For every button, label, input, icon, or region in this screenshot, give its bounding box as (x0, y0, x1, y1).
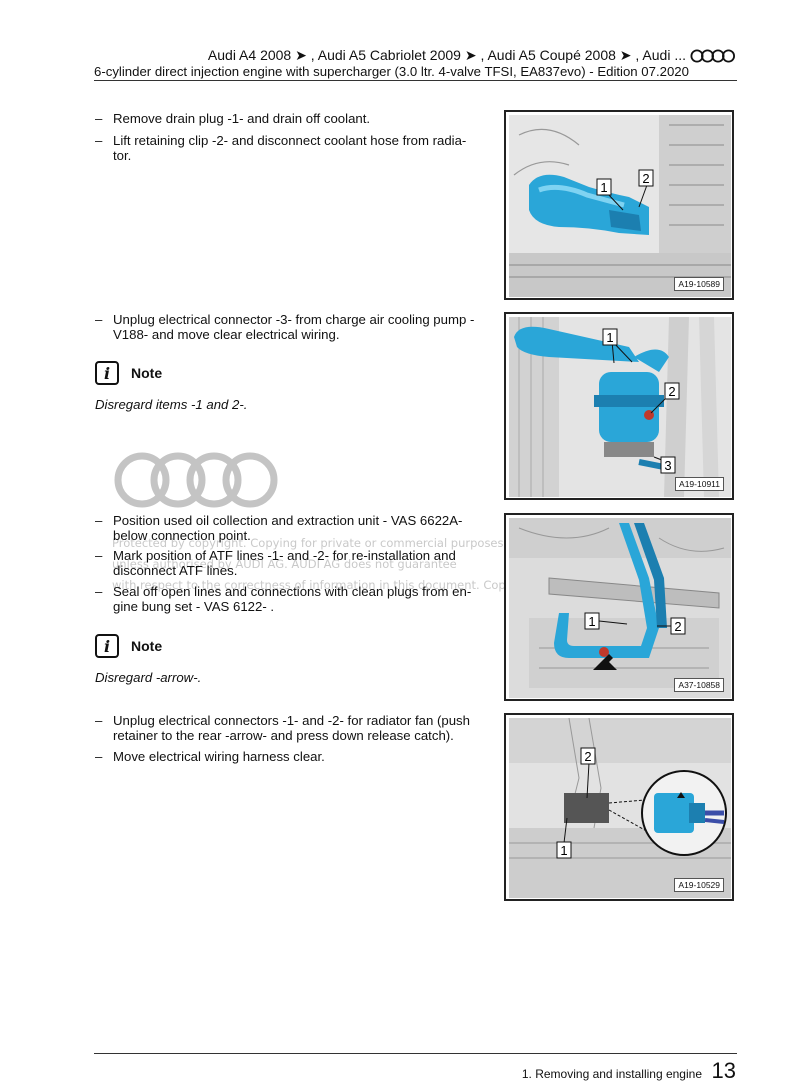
figure-reference: A19-10589 (674, 277, 724, 291)
step-dash: – (95, 111, 103, 126)
note-body: Disregard -arrow-. (95, 670, 202, 685)
step-text: Mark position of ATF lines -1- and -2- f… (113, 548, 456, 578)
step-dash: – (95, 513, 103, 528)
step-text: Seal off open lines and connections with… (113, 584, 472, 614)
step-text: Unplug electrical connector -3- from cha… (113, 312, 475, 342)
footer-divider (94, 1053, 737, 1054)
instruction-step: – Mark position of ATF lines -1- and -2-… (95, 548, 480, 578)
note-header: i Note (95, 361, 162, 385)
instruction-step: – Remove drain plug -1- and drain off co… (95, 111, 480, 126)
instruction-step: – Unplug electrical connector -3- from c… (95, 312, 480, 342)
callout-label: 2 (584, 749, 591, 764)
step-text: Move electrical wiring harness clear. (113, 749, 325, 764)
figure-atf-lines: 1 2 A37-10858 (504, 513, 734, 701)
step-dash: – (95, 133, 103, 148)
figure-radiator-fan-connectors: 2 1 A19-10529 (504, 713, 734, 901)
callout-label: 2 (668, 384, 675, 399)
audi-rings-icon (690, 49, 736, 63)
callout-label: 1 (600, 180, 607, 195)
step-text: Position used oil collection and extract… (113, 513, 463, 543)
note-title: Note (131, 638, 163, 654)
audi-watermark-logo (114, 452, 278, 508)
callout-label: 2 (674, 619, 681, 634)
figure-reference: A19-10911 (675, 477, 724, 491)
step-dash: – (95, 713, 103, 728)
watermark-line: with respect to the correctness of infor… (112, 578, 518, 592)
step-text: Remove drain plug -1- and drain off cool… (113, 111, 371, 126)
engine-illustration: 1 2 (509, 518, 731, 698)
figure-reference: A19-10529 (674, 878, 724, 892)
watermark-line: unless authorised by AUDI AG. AUDI AG do… (112, 557, 457, 571)
callout-label: 1 (588, 614, 595, 629)
instruction-step: – Move electrical wiring harness clear. (95, 749, 480, 764)
info-icon: i (95, 634, 119, 658)
engine-illustration: 2 1 (509, 718, 731, 898)
figure-coolant-hose: 1 2 A19-10589 (504, 110, 734, 300)
step-text: Lift retaining clip -2- and disconnect c… (113, 133, 467, 163)
engine-illustration: 1 2 (509, 115, 731, 297)
info-icon: i (95, 361, 119, 385)
document-title: Audi A4 2008 ➤ , Audi A5 Cabriolet 2009 … (207, 47, 686, 63)
watermark-line: Protected by copyright. Copying for priv… (112, 536, 522, 550)
step-dash: – (95, 749, 103, 764)
page-number: 13 (711, 1058, 736, 1083)
instruction-step: – Position used oil collection and extra… (95, 513, 480, 543)
note-header: i Note (95, 634, 162, 658)
document-subtitle: 6-cylinder direct injection engine with … (94, 64, 689, 79)
figure-reference: A37-10858 (674, 678, 724, 692)
step-dash: – (95, 584, 103, 599)
step-dash: – (95, 312, 103, 327)
step-text: Unplug electrical connectors -1- and -2-… (113, 713, 470, 743)
note-title: Note (131, 365, 163, 381)
instruction-step: – Seal off open lines and connections wi… (95, 584, 480, 614)
callout-label: 1 (560, 843, 567, 858)
footer-section-title: 1. Removing and installing engine (521, 1067, 702, 1081)
instruction-step: – Unplug electrical connectors -1- and -… (95, 713, 480, 743)
engine-illustration: 1 2 3 (509, 317, 731, 497)
instruction-step: – Lift retaining clip -2- and disconnect… (95, 133, 480, 163)
callout-label: 1 (606, 330, 613, 345)
figure-charge-air-pump: 1 2 3 A19-10911 (504, 312, 734, 500)
header-divider (94, 80, 737, 81)
callout-label: 2 (642, 171, 649, 186)
step-dash: – (95, 548, 103, 563)
note-body: Disregard items -1 and 2-. (95, 397, 248, 412)
callout-label: 3 (664, 458, 671, 473)
